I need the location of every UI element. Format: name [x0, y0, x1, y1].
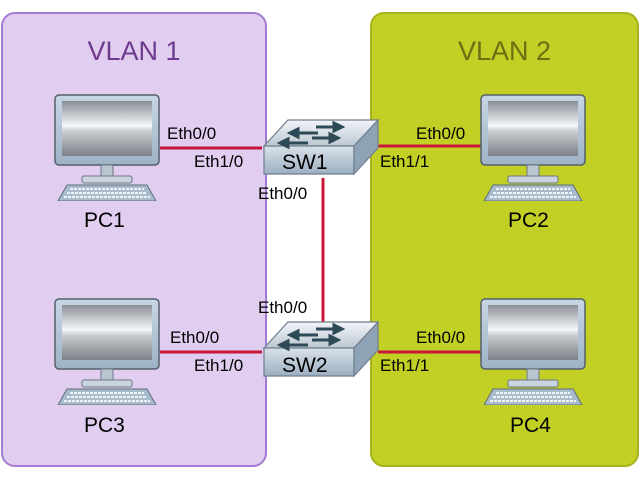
pc3-computer-icon[interactable]: [52, 297, 162, 405]
pc2-label: PC2: [508, 209, 549, 232]
pc1-label: PC1: [84, 209, 125, 232]
sw1-port-to-pc2-label: Eth1/1: [380, 152, 430, 171]
vlan2-title: VLAN 2: [457, 36, 552, 66]
sw2-label: SW2: [282, 354, 328, 377]
pc1-port-label: Eth0/0: [167, 124, 217, 143]
sw2-port-to-pc3-label: Eth1/0: [194, 356, 244, 375]
pc2-computer-icon[interactable]: [478, 93, 588, 201]
pc3-label: PC3: [84, 414, 125, 437]
sw2-port-to-sw1-label: Eth0/0: [258, 298, 308, 317]
sw2-port-to-pc4-label: Eth1/1: [380, 356, 430, 375]
sw1-port-to-pc1-label: Eth1/0: [194, 152, 244, 171]
pc4-label: PC4: [510, 414, 551, 437]
sw1-port-to-sw2-label: Eth0/0: [258, 184, 308, 203]
sw1-label: SW1: [282, 151, 328, 174]
pc3-port-label: Eth0/0: [170, 328, 220, 347]
pc2-port-label: Eth0/0: [416, 124, 466, 143]
vlan1-title: VLAN 1: [87, 36, 181, 66]
pc4-port-label: Eth0/0: [416, 328, 466, 347]
pc4-computer-icon[interactable]: [478, 297, 588, 405]
pc1-computer-icon[interactable]: [52, 93, 162, 201]
